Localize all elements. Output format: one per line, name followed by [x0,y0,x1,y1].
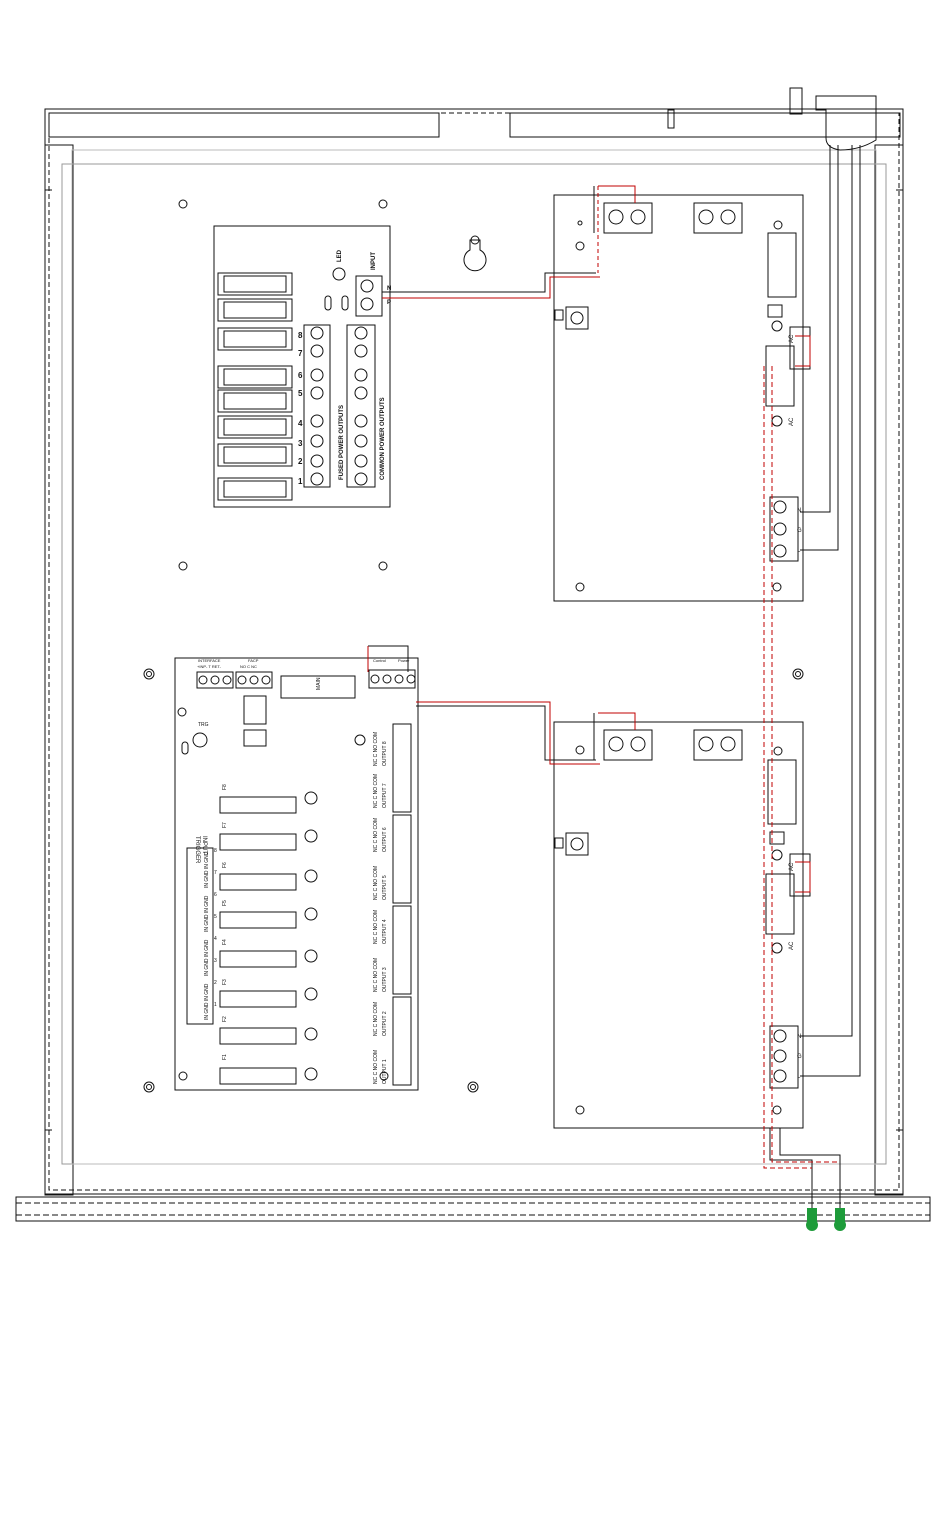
trigger-number-6: 6 [214,892,217,898]
output-number-3: 3 [298,439,303,448]
terminal-l-1: L [797,548,801,554]
led-indicators [806,1208,846,1231]
interface-label: INTERFACE [198,658,221,663]
output-label-1: OUTPUT 1 [382,1059,388,1084]
trigger-number-5: 5 [214,914,217,920]
common-outputs-label: COMMON POWER OUTPUTS [380,397,386,480]
contact-label-4: NC C NO COM [373,910,379,944]
contact-label-1: NC C NO COM [373,1050,379,1084]
contact-label-6: NC C NO COM [373,818,379,852]
trigger-row-3: IN GND IN GND [204,895,210,932]
fuse-label-f5: F5 [222,900,228,906]
distribution-block [213,225,391,508]
fused-terminal-strip [303,324,331,488]
fuse-label-f8: F8 [222,784,228,790]
trigger-number-7: 7 [214,870,217,876]
fuse-label-f2: F2 [222,1016,228,1022]
fused-outputs-label: FUSED POWER OUTPUTS [339,405,345,480]
output-label-5: OUTPUT 5 [382,875,388,900]
led-indicator [332,267,346,281]
contact-label-7: NC C NO COM [373,774,379,808]
n-label: N [387,286,391,292]
input-label: INPUT [371,252,377,270]
output-number-4: 4 [298,419,303,428]
ac-label-top-1: AC [789,334,795,343]
contact-label-2: NC C NO COM [373,1002,379,1036]
fuse-label-f4: F4 [222,939,228,945]
control-label: Control [373,658,386,663]
trigger-row-4: IN GND IN GND [204,851,210,888]
contact-label-3: NC C NO COM [373,958,379,992]
output-number-2: 2 [298,457,303,466]
output-number-6: 6 [298,371,303,380]
green-led-1 [807,1208,817,1223]
red-wires [382,185,840,1169]
ac-label-top-2: AC [789,862,795,871]
trigger-number-3: 3 [214,958,217,964]
trigger-label: TRIGGER [194,836,200,864]
fuse-label-f1: F1 [222,1054,228,1060]
fuse-label-f6: F6 [222,862,228,868]
enclosure [44,87,904,1196]
output-label-7: OUTPUT 7 [382,783,388,808]
terminal-g-1: G [797,528,802,534]
output-label-3: OUTPUT 3 [382,967,388,992]
led-label: LED [337,249,343,262]
fuse-label-f3: F3 [222,979,228,985]
trigger-number-8: 8 [214,848,217,854]
trigger-number-2: 2 [214,980,217,986]
relay-coils [304,791,318,1081]
mounting-holes [143,199,804,1093]
trigger-input-label: INPUT [201,836,207,854]
supply-board-1 [553,194,811,602]
common-terminal-strip [346,324,376,488]
output-number-5: 5 [298,389,303,398]
p-label: P [387,300,391,306]
facp-pins: NO C NC [240,664,257,669]
output-label-8: OUTPUT 8 [382,741,388,766]
bottom-rail [15,1196,931,1222]
black-wires [382,145,861,1210]
supply-board-2 [553,721,811,1129]
terminal-g-2: G [797,1054,802,1060]
terminal-n-2: N [797,1034,801,1040]
ac-label-bottom-2: AC [789,941,795,950]
contact-label-8: NC C NO COM [373,732,379,766]
green-led-2 [835,1208,845,1223]
terminal-l-2: L [797,1074,801,1080]
relay-fuses [219,796,297,1085]
output-number-7: 7 [298,349,303,358]
output-label-4: OUTPUT 4 [382,919,388,944]
trigger-number-4: 4 [214,936,217,942]
fuse-label-f7: F7 [222,822,228,828]
interface-pins: +INP- T RET- [197,664,222,669]
trg-label: TRG [198,722,209,728]
ac-label-bottom-1: AC [789,417,795,426]
contact-label-5: NC C NO COM [373,866,379,900]
trigger-row-2: IN GND IN GND [204,939,210,976]
input-terminals [355,275,383,317]
fuse-holders [217,272,293,501]
relay-board [174,657,419,1091]
facp-label: FACP [248,658,259,663]
power-label: Power [398,658,410,663]
output-number-8: 8 [298,331,303,340]
output-label-2: OUTPUT 2 [382,1011,388,1036]
trigger-number-1: 1 [214,1002,217,1008]
terminal-n-1: N [797,508,801,514]
output-number-1: 1 [298,477,303,486]
output-label-6: OUTPUT 6 [382,827,388,852]
main-label: MAIN [316,677,322,690]
trigger-row-1: IN GND IN GND [204,983,210,1020]
